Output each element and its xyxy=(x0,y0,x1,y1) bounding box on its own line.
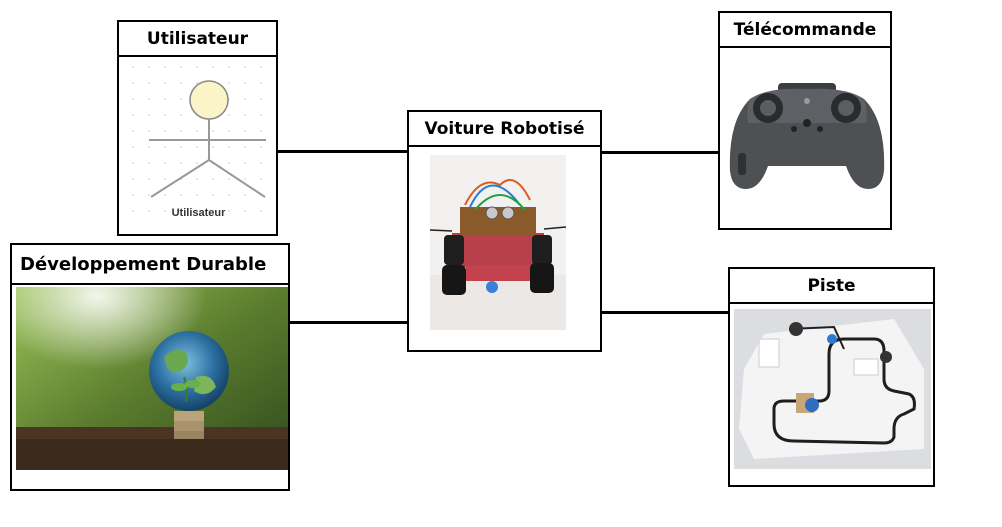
game-controller-icon xyxy=(729,83,885,189)
node-remote: Télécommande xyxy=(718,11,892,230)
node-sustainable-development: Développement Durable xyxy=(10,243,290,491)
robot-on-track-icon xyxy=(789,322,892,413)
track-map-icon xyxy=(739,319,924,459)
robot-car-image xyxy=(430,155,566,330)
node-remote-title: Télécommande xyxy=(720,13,890,48)
node-robot-car: Voiture Robotisé xyxy=(407,110,602,352)
remote-controller-image xyxy=(728,71,886,196)
node-sustainable-development-title: Développement Durable xyxy=(12,245,288,285)
connector-user-car xyxy=(277,150,408,153)
user-stick-figure-image: Utilisateur xyxy=(131,65,266,225)
node-user-title: Utilisateur xyxy=(119,22,276,57)
node-user: Utilisateur Utilisateur xyxy=(117,20,278,236)
track-image xyxy=(734,309,931,469)
connector-sustainable-car xyxy=(289,321,411,324)
robot-car-icon xyxy=(430,179,566,295)
stick-figure-caption: Utilisateur xyxy=(171,207,226,219)
connector-car-remote xyxy=(601,151,719,154)
earth-lightbulb-image xyxy=(16,287,288,470)
connector-car-track xyxy=(601,311,729,314)
stick-figure-icon xyxy=(149,80,266,198)
node-track: Piste xyxy=(728,267,935,487)
node-track-title: Piste xyxy=(730,269,933,304)
lightbulb-earth-icon xyxy=(149,331,229,439)
node-robot-car-title: Voiture Robotisé xyxy=(409,112,600,147)
